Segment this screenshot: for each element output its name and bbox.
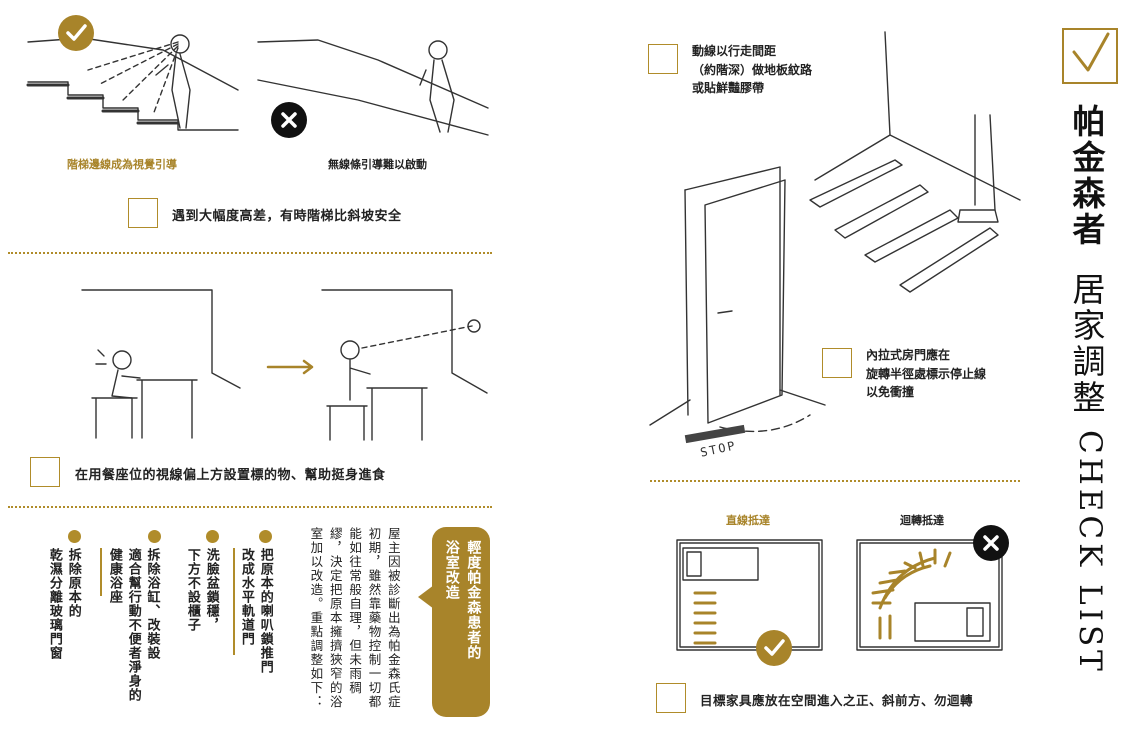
page-title-english: CHECK LIST xyxy=(1072,430,1108,675)
slope-without-lines-illustration xyxy=(257,39,489,136)
bubble-line-1: 輕度帕金森患者的 xyxy=(465,540,482,660)
door-line: 內拉式房門應在 xyxy=(866,348,951,362)
floor-checkbox[interactable] xyxy=(648,44,678,74)
bubble-line-2: 浴室改造 xyxy=(443,540,460,600)
door-line: 以免衝撞 xyxy=(866,385,915,400)
highlight-underline xyxy=(233,548,235,655)
paragraph-line: 繆，決定把原本擁擠狹窄的浴 xyxy=(327,527,343,709)
cross-mark-icon xyxy=(271,102,307,138)
divider-2 xyxy=(8,506,492,508)
bathroom-point-1: 把原本的喇叭鎖推門 改成水平軌道門 xyxy=(236,548,274,674)
title-checkbox-icon xyxy=(1062,28,1118,84)
cross-mark-icon xyxy=(973,525,1009,561)
stairs-with-edge-lines-illustration xyxy=(26,34,239,131)
paragraph-line: 初期，雖然靠藥物控制一切都 xyxy=(366,527,382,709)
door-checkbox[interactable] xyxy=(822,348,852,378)
furniture-good-caption: 直線抵達 xyxy=(726,514,770,527)
floor-line: 動線以行走間距 xyxy=(692,44,777,58)
point-line: 適合幫行動不便者淨身的 xyxy=(125,548,141,702)
point-line: 拆除原本的 xyxy=(65,548,81,618)
dining-checkbox[interactable] xyxy=(30,457,60,487)
highlight-underline xyxy=(100,548,102,596)
turnaround-approach-plan xyxy=(856,539,1003,651)
dining-checklist-text: 在用餐座位的視線偏上方設置標的物、幫助挺身進食 xyxy=(75,468,386,483)
furniture-checklist-text: 目標家具應放在空間進入之正、斜前方、勿迴轉 xyxy=(700,693,974,708)
bathroom-paragraph: 屋主因被診斷出為帕金森氏症 初期，雖然靠藥物控制一切都 能如往常般自理，但未雨稠… xyxy=(306,527,403,727)
floor-strips-illustration xyxy=(809,31,1021,293)
door-checklist-text: 內拉式房門應在 旋轉半徑處標示停止線 以免衝撞 xyxy=(866,346,986,402)
bathroom-bubble-tail xyxy=(418,585,434,609)
check-mark-icon xyxy=(58,15,94,51)
bathroom-point-3: 拆除浴缸、改裝設 適合幫行動不便者淨身的 健康浴座 xyxy=(104,548,161,702)
check-mark-icon xyxy=(756,630,792,666)
arrow-right-icon xyxy=(266,359,314,375)
bullet-icon xyxy=(206,530,219,543)
dining-after-illustration xyxy=(321,289,488,441)
page-title-light: 居家調整 xyxy=(1067,272,1106,416)
door-line: 旋轉半徑處標示停止線 xyxy=(866,366,987,381)
point-line: 拆除浴缸、改裝設 xyxy=(144,548,160,660)
paragraph-line: 屋主因被診斷出為帕金森氏症 xyxy=(385,527,401,709)
straight-approach-plan xyxy=(676,539,823,651)
stairs-checklist-text: 遇到大幅度高差，有時階梯比斜坡安全 xyxy=(172,209,402,224)
stairs-good-caption: 階梯邊線成為視覺引導 xyxy=(67,158,177,171)
floor-line: 或貼鮮豔膠帶 xyxy=(692,81,765,96)
inward-door-illustration xyxy=(649,166,826,433)
stairs-bad-caption: 無線條引導難以啟動 xyxy=(328,158,427,171)
floor-line: （約階深）做地板紋路 xyxy=(692,62,813,77)
paragraph-line: 室加以改造。重點調整如下： xyxy=(308,527,324,709)
point-line: 下方不設櫃子 xyxy=(184,548,200,632)
point-line: 健康浴座 xyxy=(106,548,122,604)
divider-3 xyxy=(650,480,1020,482)
point-line: 把原本的喇叭鎖推門 xyxy=(257,548,273,674)
bathroom-point-4: 拆除原本的 乾濕分離玻璃門窗 xyxy=(44,548,82,660)
bathroom-point-2: 洗臉盆鎖穩， 下方不設櫃子 xyxy=(182,548,220,632)
divider-1 xyxy=(8,252,492,254)
dining-before-illustration xyxy=(81,289,241,439)
bathroom-bubble xyxy=(432,527,490,717)
stairs-checkbox[interactable] xyxy=(128,198,158,228)
bullet-icon xyxy=(148,530,161,543)
floor-checklist-text: 動線以行走間距 （約階深）做地板紋路 或貼鮮豔膠帶 xyxy=(692,42,812,98)
bullet-icon xyxy=(68,530,81,543)
furniture-checkbox[interactable] xyxy=(656,683,686,713)
bathroom-bubble-text: 輕度帕金森患者的 浴室改造 xyxy=(440,540,483,660)
bullet-icon xyxy=(259,530,272,543)
page-title-bold: 帕金森者 xyxy=(1067,104,1106,248)
point-line: 乾濕分離玻璃門窗 xyxy=(46,548,62,660)
paragraph-line: 能如往常般自理，但未雨稠 xyxy=(347,527,363,695)
point-line: 改成水平軌道門 xyxy=(238,548,254,646)
furniture-bad-caption: 迴轉抵達 xyxy=(900,514,944,527)
point-line: 洗臉盆鎖穩， xyxy=(203,548,219,632)
